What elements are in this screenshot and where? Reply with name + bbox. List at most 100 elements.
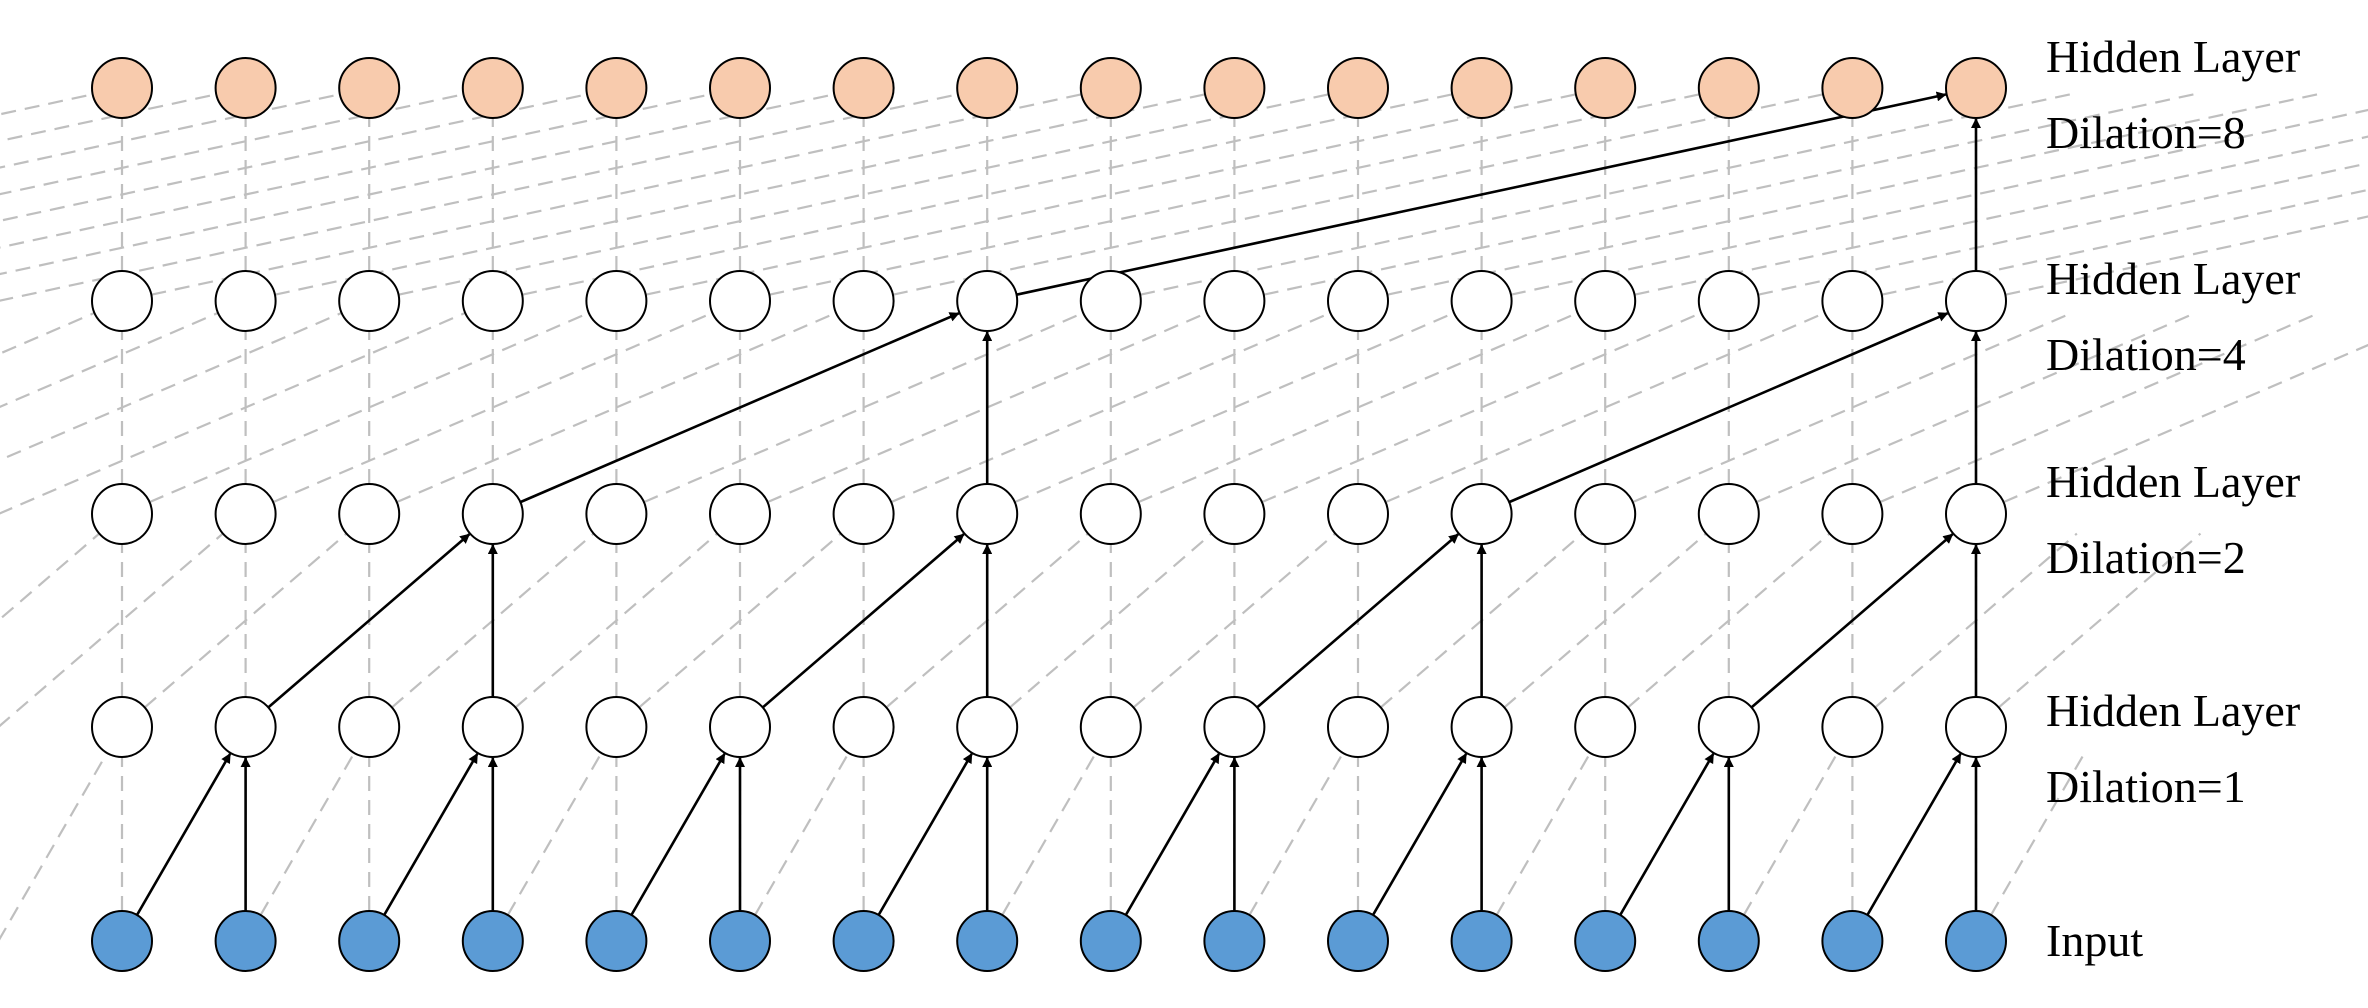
hidden-2-node [1450, 483, 1513, 545]
label-hidden-2-title: Hidden Layer [2046, 456, 2301, 507]
input-node [1821, 910, 1884, 972]
hidden-2-node [214, 483, 277, 545]
hidden-4-node [1945, 270, 2007, 332]
dashed-diagonal-link [396, 311, 837, 504]
dashed-diagonal-link [0, 93, 711, 249]
hidden-1-node [338, 696, 401, 758]
input-node [585, 910, 648, 972]
dashed-diagonal-link [0, 93, 464, 196]
input-node [1203, 910, 1266, 972]
hidden-2-node [1574, 483, 1637, 545]
dashed-diagonal-link [2003, 343, 2368, 504]
active-link-arrow [1371, 752, 1468, 916]
dashed-diagonal-link [638, 532, 842, 709]
hidden-2-node [1079, 483, 1142, 545]
dashed-diagonal-link [645, 93, 1577, 296]
dashed-diagonal-link [1757, 162, 2368, 296]
active-link-arrow [630, 752, 726, 916]
input-node [461, 910, 524, 972]
dashed-diagonal-link [1634, 135, 2368, 296]
hidden-8-node [91, 57, 153, 119]
dashed-diagonal-link [1632, 311, 2073, 504]
dashed-diagonal-link [0, 752, 108, 941]
dashed-diagonal-link [1510, 108, 2368, 296]
input-node [1697, 910, 1760, 972]
hidden-1-node [1574, 696, 1637, 758]
hidden-2-node [91, 483, 153, 545]
hidden-4-node [1327, 270, 1389, 332]
dashed-diagonal-link [1387, 93, 2318, 296]
dashed-diagonal-link [1001, 752, 1097, 916]
active-link-arrow [135, 752, 232, 916]
dashed-diagonal-link [506, 752, 603, 916]
hidden-2-node [1697, 483, 1760, 545]
nodes [91, 57, 2007, 972]
hidden-8-node [1203, 57, 1266, 119]
active-link-arrow [1124, 752, 1221, 916]
hidden-8-node [1574, 57, 1637, 119]
input-node [1574, 910, 1637, 972]
dashed-diagonal-link [1385, 311, 1826, 504]
hidden-8-node [585, 57, 648, 119]
dashed-diagonal-link [0, 311, 466, 515]
hidden-4-node [832, 270, 895, 332]
hidden-4-node [214, 270, 277, 332]
active-link-arrow [1508, 312, 1949, 504]
hidden-1-node [585, 696, 648, 758]
hidden-2-node [1821, 483, 1884, 545]
dashed-diagonal-link [1139, 93, 2071, 296]
active-link-arrow [877, 752, 973, 916]
label-hidden-1: Hidden Layer Dilation=1 [2046, 673, 2300, 825]
dashed-diagonal-link [1503, 532, 1707, 709]
label-hidden-1-dilation: Dilation=1 [2046, 761, 2246, 812]
hidden-1-node [832, 696, 895, 758]
active-connections [135, 91, 1981, 916]
hidden-8-node [214, 57, 277, 119]
dashed-diagonal-link [1132, 532, 1336, 709]
hidden-1-node [461, 696, 524, 758]
hidden-2-node [585, 483, 648, 545]
active-link-arrow [1256, 533, 1459, 709]
dashed-diagonal-link [892, 93, 1824, 296]
hidden-2-node [832, 483, 895, 545]
hidden-8-node [709, 57, 771, 119]
hidden-2-node [461, 483, 524, 545]
dashed-diagonal-link [1881, 188, 2368, 296]
dashed-diagonal-link [754, 752, 850, 916]
hidden-8-node [1327, 57, 1389, 119]
dashed-diagonal-link [0, 532, 100, 621]
hidden-1-node [956, 696, 1019, 758]
dashed-diagonal-link [0, 93, 959, 302]
active-link-arrow [1866, 752, 1962, 916]
hidden-4-node [585, 270, 648, 332]
hidden-4-node [461, 270, 524, 332]
dashed-diagonal-link [0, 311, 343, 462]
input-node [214, 910, 277, 972]
hidden-2-node [1945, 483, 2007, 545]
input-node [1079, 910, 1142, 972]
hidden-2-node [338, 483, 401, 545]
dashed-diagonal-link [890, 311, 1331, 504]
dashed-diagonal-link [274, 93, 1206, 296]
active-link-arrow [1750, 533, 1954, 709]
dashed-diagonal-link [272, 311, 713, 504]
label-hidden-4-title: Hidden Layer [2046, 253, 2301, 304]
dashed-diagonal-link [1248, 752, 1344, 916]
hidden-1-node [1821, 696, 1884, 758]
dashed-diagonal-link [1627, 532, 1831, 709]
hidden-4-node [956, 270, 1019, 332]
hidden-4-node [91, 270, 153, 332]
dashed-diagonal-link [149, 311, 590, 504]
dashed-diagonal-link [0, 93, 835, 276]
hidden-1-node [91, 696, 153, 758]
dashed-diagonal-link [2005, 215, 2368, 296]
dashed-diagonal-link [259, 752, 356, 916]
hidden-8-node [956, 57, 1019, 119]
hidden-4-node [709, 270, 771, 332]
hidden-2-node [956, 483, 1019, 545]
dashed-diagonal-link [1261, 311, 1702, 504]
dashed-diagonal-link [0, 93, 341, 169]
hidden-1-node [1450, 696, 1513, 758]
label-hidden-4-dilation: Dilation=4 [2046, 329, 2246, 380]
